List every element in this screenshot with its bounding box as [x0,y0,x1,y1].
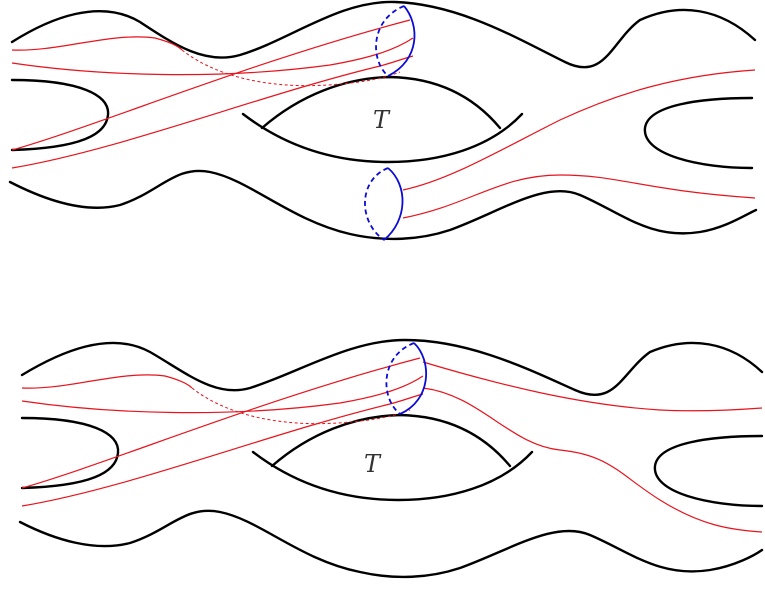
top-T-hole-upper-arc [260,75,502,130]
top-red-arc-2 [11,37,414,76]
bottom-blue-curve-dashed [385,342,415,415]
top-T-hole-lower-arc [241,112,524,164]
top-blue-curve-lower-dashed [364,167,389,241]
bottom-left-hole-boundary [20,416,120,490]
bottom-surface-lower-boundary [18,509,764,579]
bottom-blue-curve-solid [399,342,427,415]
bottom-T-label: T [364,450,382,478]
top-blue-curve-lower-solid [383,167,404,241]
bottom-red-arc-3 [21,357,421,489]
bottom-red-arc-5 [422,361,763,412]
bottom-red-arc-4 [21,393,424,507]
bottom-T-hole-upper-arc [270,413,512,468]
bottom-T-hole-lower-arc [251,450,534,502]
top-blue-curve-upper-solid [387,5,416,77]
top-left-hole-boundary [10,78,110,152]
bottom-surface-upper-boundary [20,338,764,397]
top-red-arc-1-dashed [181,49,401,87]
top-right-hole-boundary [643,96,754,170]
top-surface-upper-boundary [10,0,757,69]
top-red-arc-5 [402,69,756,191]
bottom-red-arc-1-dashed [191,387,411,425]
bottom-red-arc-6 [422,387,763,533]
top-red-arc-1 [11,36,183,51]
top-T-label: T [373,106,391,134]
bottom-right-hole-boundary [653,434,764,508]
top-blue-curve-upper-dashed [375,5,405,77]
top-red-arc-3 [11,19,411,151]
top-red-arc-4 [11,55,414,169]
bottom-red-arc-2 [21,375,424,414]
bottom-red-arc-1 [21,374,193,389]
bottom-panel: T [18,338,764,579]
top-red-arc-6 [402,174,756,219]
top-surface-lower-boundary [8,169,758,241]
top-panel: T [8,0,758,241]
